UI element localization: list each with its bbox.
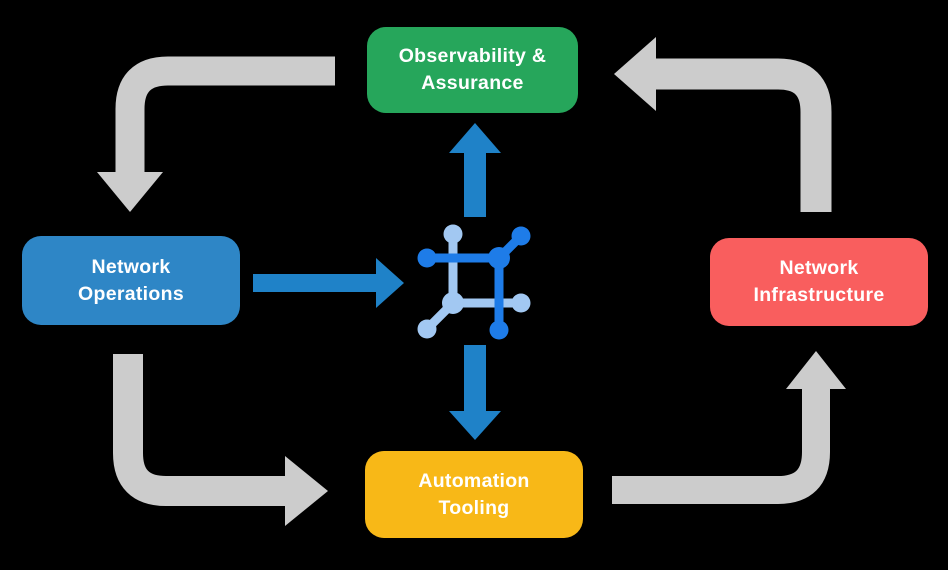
arrowhead-right-icon bbox=[285, 456, 328, 526]
arrowhead-down-icon bbox=[449, 411, 501, 440]
fabric-primary-lines bbox=[417, 226, 531, 340]
node-label-line: Observability & bbox=[398, 45, 547, 68]
node-label-line: Network bbox=[779, 257, 859, 280]
node-label-line: Automation bbox=[418, 469, 530, 492]
flow-arrow-center-to-observability bbox=[449, 123, 501, 217]
cycle-arrow-observability-to-operations bbox=[97, 56, 335, 212]
arrowhead-right-icon bbox=[376, 258, 404, 308]
arrowhead-up-icon bbox=[449, 123, 501, 153]
flow-arrow-center-to-tooling bbox=[449, 345, 501, 440]
node-automation-tooling: Automation Tooling bbox=[365, 451, 583, 538]
fabric-secondary-lines bbox=[417, 224, 531, 339]
node-label-line: Tooling bbox=[438, 496, 510, 519]
cycle-arrow-tooling-to-infrastructure bbox=[612, 351, 846, 504]
node-network-operations: Network Operations bbox=[22, 236, 240, 325]
arrow-shaft bbox=[113, 354, 286, 506]
node-observability-assurance: Observability & Assurance bbox=[367, 27, 578, 113]
node-label-line: Infrastructure bbox=[753, 284, 885, 306]
node-label-line: Assurance bbox=[421, 72, 524, 94]
arrowhead-left-icon bbox=[614, 37, 656, 111]
arrow-shaft bbox=[115, 56, 335, 173]
network-fabric-icon bbox=[417, 224, 531, 340]
arrowhead-down-icon bbox=[97, 172, 163, 212]
node-label-line: Operations bbox=[78, 282, 184, 305]
cycle-arrow-operations-to-tooling bbox=[113, 354, 328, 526]
cycle-arrow-infrastructure-to-observability bbox=[614, 37, 832, 212]
arrowhead-up-icon bbox=[786, 351, 846, 389]
arrow-shaft bbox=[656, 58, 832, 212]
node-network-infrastructure: Network Infrastructure bbox=[710, 238, 928, 326]
arrow-shaft bbox=[612, 389, 830, 504]
node-label-line: Network bbox=[91, 255, 171, 278]
flow-arrow-operations-to-center bbox=[253, 258, 404, 308]
